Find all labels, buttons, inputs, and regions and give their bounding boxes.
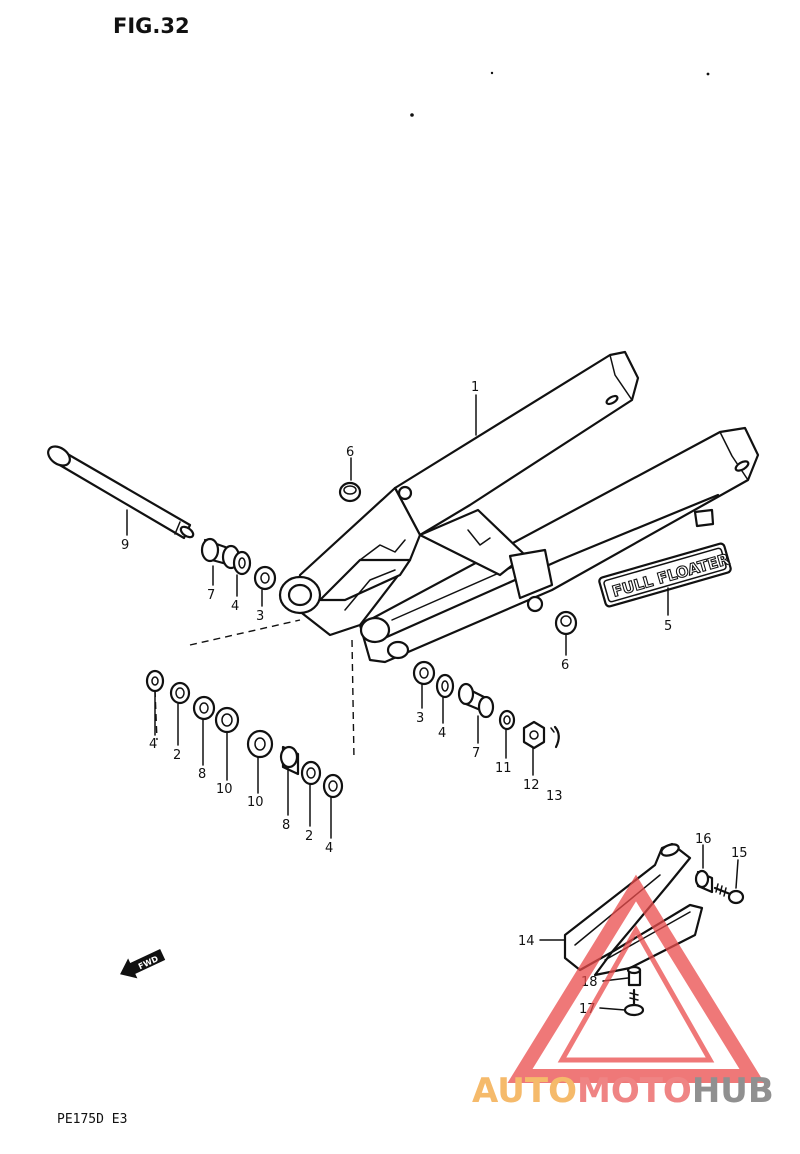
figure-title: FIG.32 [113,14,190,38]
swingarm-assembly [278,350,760,664]
callout-8-lower-left: 8 [198,767,206,782]
washer-upper-left [232,550,252,576]
ring-8-left [192,695,216,721]
bearing-10-mid [246,729,274,759]
callout-1: 1 [471,380,479,395]
callout-11: 11 [495,761,512,776]
callout-numbers: 1 6 9 7 4 3 5 6 4 2 8 10 10 8 2 4 3 4 7 … [121,380,748,1017]
callout-2-mid: 2 [305,829,313,844]
collar-18 [626,965,642,987]
nut-12 [522,720,546,750]
callout-10-lower-left: 10 [216,782,233,797]
pivot-shaft [47,445,195,540]
fwd-text: FWD [137,954,160,971]
axis-line [154,689,158,741]
callout-3-right: 3 [416,711,424,726]
washer-4-mid [322,773,344,799]
washer-4-right [435,673,455,699]
callout-7-right: 7 [472,746,480,761]
callout-6-upper: 6 [346,445,354,460]
forward-arrow: FWD [120,948,166,979]
watermark-logo: AUTOMOTOHUB [472,874,774,1111]
callout-4-mid: 4 [325,841,333,856]
callout-15: 15 [731,846,748,861]
bolt-17 [623,988,645,1017]
model-code: PE175D E3 [57,1112,127,1127]
leader-lines [126,394,739,1011]
seal-upper-left [253,565,277,591]
seal-2-mid [300,760,322,786]
watermark-moto: MOTO [577,1071,692,1111]
warning-triangle-inner-icon [557,924,715,1063]
cap-6-upper [338,481,362,503]
callout-4-right: 4 [438,726,446,741]
callout-7-upper: 7 [207,588,215,603]
watermark-auto: AUTO [472,1071,577,1111]
callout-4-upper: 4 [231,599,239,614]
callout-9: 9 [121,538,129,553]
washer-11 [498,709,516,731]
axis-line [351,639,355,761]
bearing-10-left [214,706,240,734]
scan-speck [706,72,710,76]
callout-4-lower-left: 4 [149,737,157,752]
warning-triangle-icon [507,874,765,1083]
callout-5: 5 [664,619,672,634]
washer-4-left [145,669,165,693]
axis-line [189,619,301,646]
scan-speck [490,71,494,75]
watermark-hub: HUB [692,1071,774,1111]
callout-3-upper: 3 [256,609,264,624]
spacer-16 [694,869,714,894]
callout-2-lower-left: 2 [173,748,181,763]
callout-12: 12 [523,778,540,793]
seal-2-left [169,681,191,705]
callout-16: 16 [695,832,712,847]
cap-6-lower [554,610,578,636]
cotter-pin-13 [550,725,560,749]
ring-8-mid [279,745,300,776]
callout-10-mid: 10 [247,795,264,810]
bushing-7-right [457,682,495,719]
scan-speck [410,113,414,117]
callout-13: 13 [546,789,563,804]
callout-6-lower: 6 [561,658,569,673]
seal-3-right [412,660,436,686]
callout-14: 14 [518,934,535,949]
bolt-15 [713,883,745,905]
watermark-text: AUTOMOTOHUB [472,1071,774,1111]
callout-8-mid: 8 [282,818,290,833]
